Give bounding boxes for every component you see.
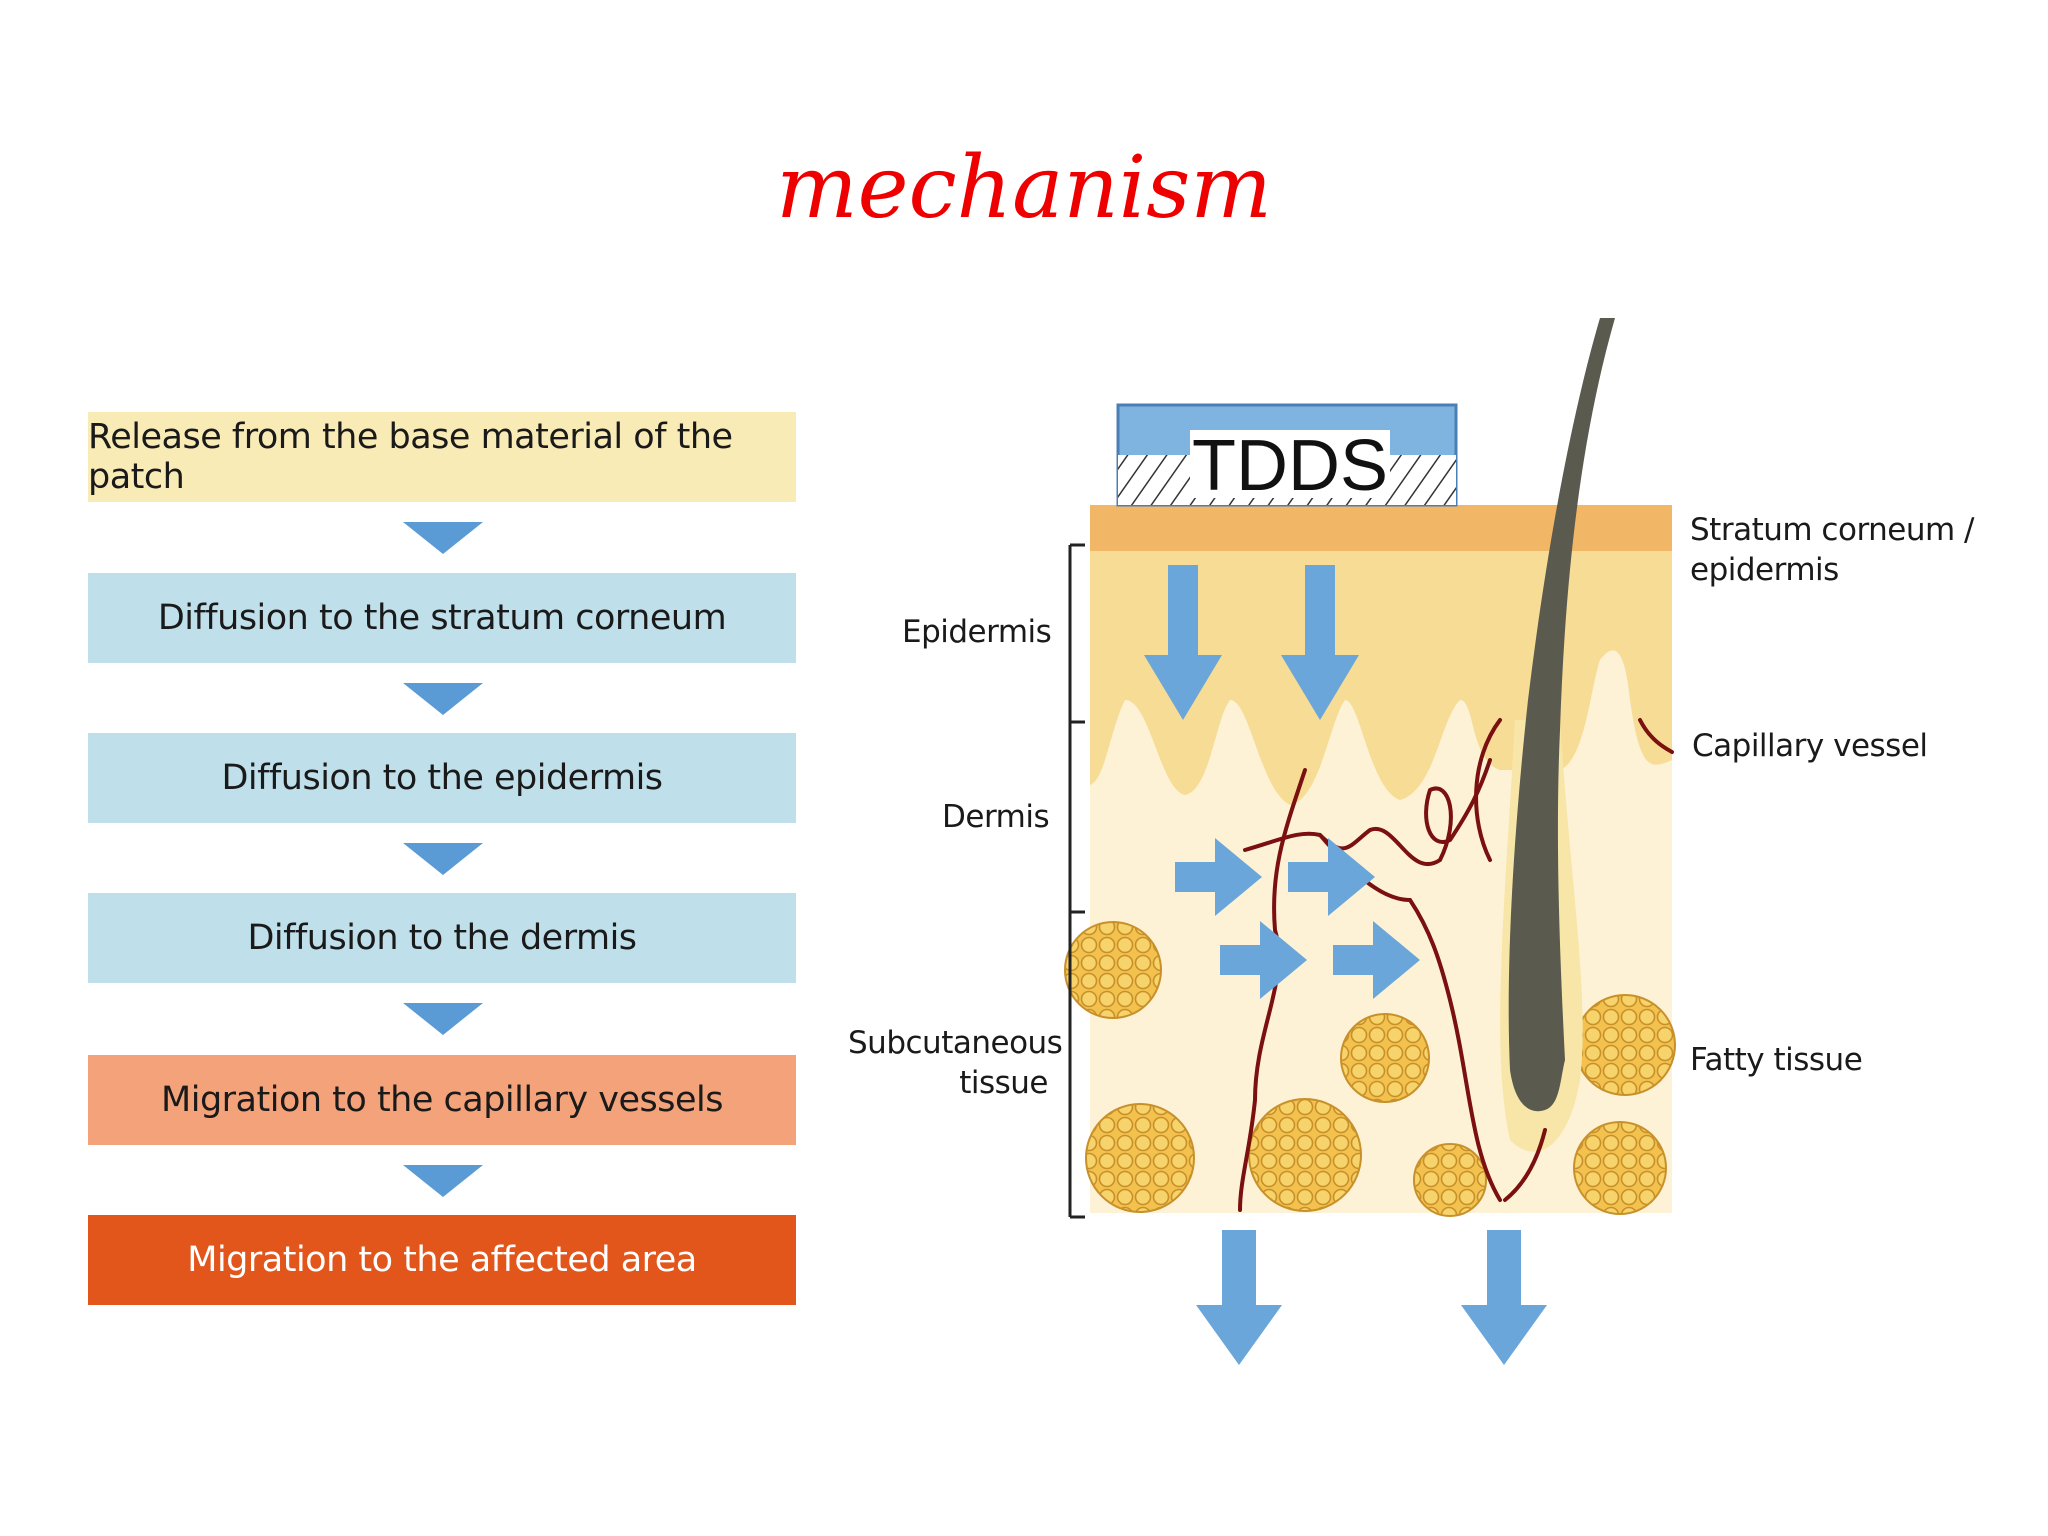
flow-step-release: Release from the base material of the pa…: [88, 412, 796, 502]
label-subcutaneous-line1: Subcutaneous: [848, 1025, 1063, 1061]
label-epidermis: Epidermis: [902, 614, 1052, 650]
label-dermis: Dermis: [942, 799, 1050, 835]
arrow-right-icon: [1288, 838, 1375, 916]
capillary-vessels: [1238, 718, 1674, 1212]
flow-arrow-icon: [403, 522, 483, 554]
label-subcutaneous-line2: tissue: [959, 1065, 1048, 1102]
label-stratum-line2: epidermis: [1690, 552, 1839, 589]
flow-step-stratum-corneum: Diffusion to the stratum corneum: [88, 573, 796, 663]
stratum-corneum-layer: [1090, 505, 1672, 551]
label-stratum-corneum: Stratum corneum / epidermis: [1690, 510, 1975, 591]
label-subcutaneous: Subcutaneous tissue: [848, 1023, 1063, 1104]
fat-cells: [1064, 921, 1676, 1217]
hair-shaft-icon: [1508, 318, 1615, 1112]
flow-arrow-icon: [403, 1165, 483, 1197]
flow-step-epidermis: Diffusion to the epidermis: [88, 733, 796, 823]
arrow-down-icon: [1144, 565, 1222, 720]
flow-step-dermis: Diffusion to the dermis: [88, 893, 796, 983]
flow-arrow-icon: [403, 843, 483, 875]
flow-arrow-icon: [403, 1003, 483, 1035]
layer-bracket: [1068, 543, 1085, 1219]
diffusion-arrows: [1144, 565, 1547, 1365]
arrow-down-icon: [1281, 565, 1359, 720]
arrow-right-icon: [1175, 838, 1262, 916]
arrow-down-icon: [1461, 1230, 1547, 1365]
label-capillary-vessel: Capillary vessel: [1692, 728, 1928, 764]
flow-step-affected-area: Migration to the affected area: [88, 1215, 796, 1305]
slide-title: mechanism: [776, 138, 1272, 238]
arrow-right-icon: [1333, 921, 1420, 999]
arrow-down-icon: [1196, 1230, 1282, 1365]
label-fatty-tissue: Fatty tissue: [1690, 1042, 1863, 1078]
flow-step-capillary: Migration to the capillary vessels: [88, 1055, 796, 1145]
arrow-right-icon: [1220, 921, 1307, 999]
flow-arrow-icon: [403, 683, 483, 715]
tdds-label: TDDS: [1192, 426, 1388, 506]
label-stratum-line1: Stratum corneum /: [1690, 512, 1975, 548]
